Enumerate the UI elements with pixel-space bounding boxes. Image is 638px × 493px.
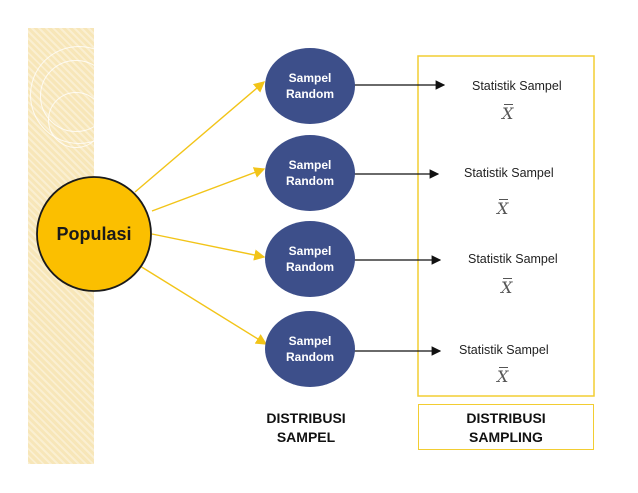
xbar-symbol: X [497,199,509,218]
xbar-symbol: X [501,278,513,297]
statistic-label: Statistik Sampel [468,252,558,266]
arrow-population-sample-1 [134,81,266,193]
arrow-population-sample-4 [139,265,268,345]
sample-circle-4 [265,311,355,387]
decorative-ring [30,46,128,144]
statistic-label: Statistik Sampel [459,343,549,357]
arrow-population-sample-3 [151,233,266,261]
sampling-box [417,55,595,397]
sample-circle-2 [265,135,355,211]
population-circle [36,176,152,292]
distribusi-sampling-box [418,404,594,450]
sample-circle-1 [265,48,355,124]
arrow-population-sample-2 [151,167,266,212]
sample-circle-3 [265,221,355,297]
xbar-symbol: X [502,104,514,123]
distribusi-sampel-label: DISTRIBUSI SAMPEL [266,410,346,445]
statistic-label: Statistik Sampel [472,79,562,93]
xbar-symbol: X [497,367,509,386]
statistic-label: Statistik Sampel [464,166,554,180]
distribusi-sampling-label: DISTRIBUSI SAMPLING [466,410,546,445]
